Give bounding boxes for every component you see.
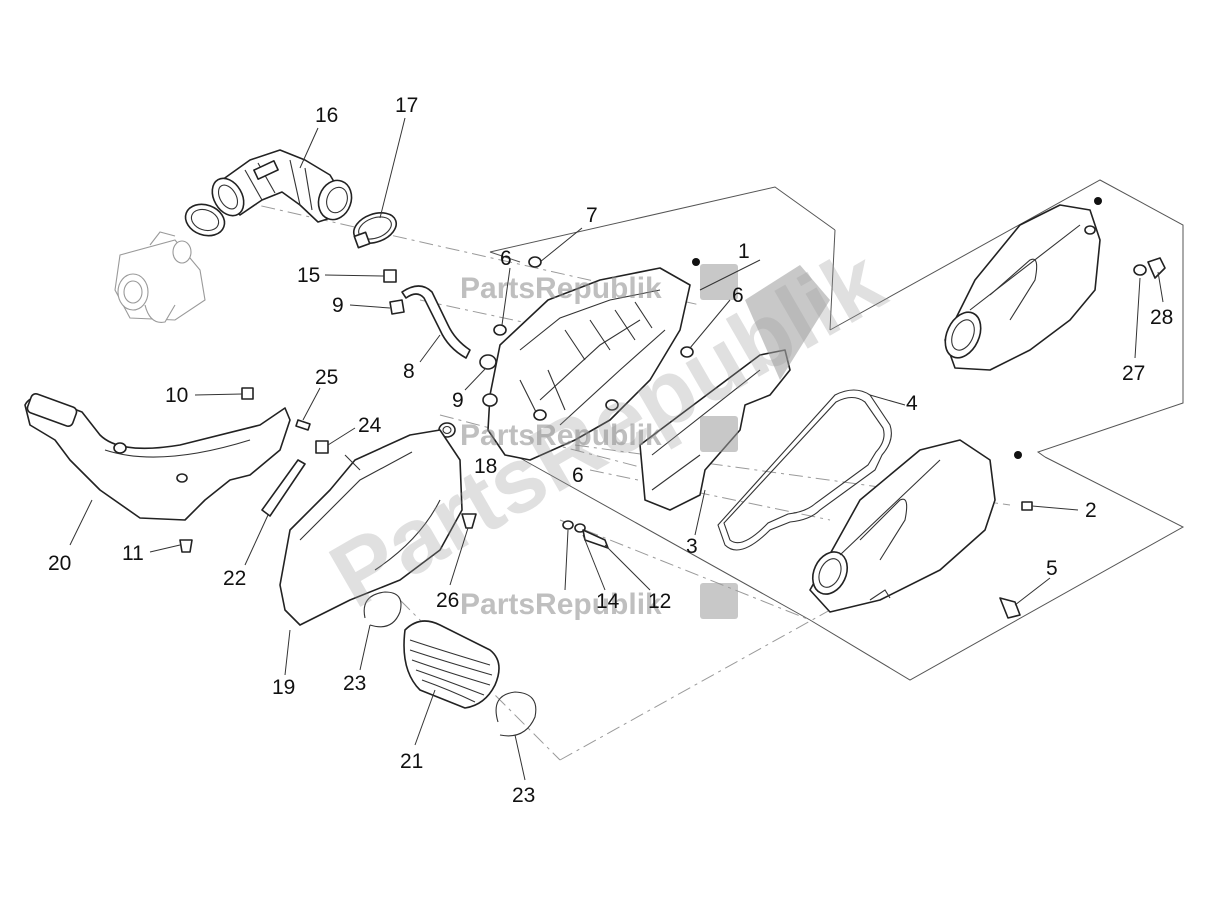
callout-15: 15 <box>297 264 320 287</box>
callout-26: 26 <box>436 589 459 612</box>
callout-5: 5 <box>1046 557 1058 580</box>
watermark-2: PartsRepublik <box>460 416 738 452</box>
callout-labels: 1 2 3 4 5 6 6 6 7 8 9 9 10 11 12 14 15 1… <box>48 94 1173 807</box>
intake-elbow-duct <box>211 149 353 223</box>
callout-12: 12 <box>648 590 671 613</box>
callout-10: 10 <box>165 384 188 407</box>
clamp-small <box>184 203 226 237</box>
callout-6a: 6 <box>500 247 512 270</box>
callout-17: 17 <box>395 94 418 117</box>
assembly-frames <box>489 179 1185 681</box>
watermark-text-3: PartsRepublik <box>460 588 662 621</box>
air-cleaner-cover <box>809 439 996 613</box>
breather-hose-8 <box>401 285 471 359</box>
callout-27: 27 <box>1122 362 1145 385</box>
clip-15 <box>383 269 397 283</box>
bellows-21 <box>403 620 500 709</box>
inlet-duct-20 <box>24 393 291 521</box>
callout-18: 18 <box>474 455 497 478</box>
watermark-gear-large <box>745 265 830 380</box>
snap-ring-upper <box>363 591 402 628</box>
callout-3: 3 <box>686 535 698 558</box>
callout-4: 4 <box>906 392 918 415</box>
callout-6b: 6 <box>732 284 744 307</box>
callout-21: 21 <box>400 750 423 773</box>
callout-25: 25 <box>315 366 338 389</box>
callout-19: 19 <box>272 676 295 699</box>
callout-9b: 9 <box>452 389 464 412</box>
leader-lines <box>69 117 1164 781</box>
snap-ring-lower <box>495 691 537 737</box>
washers-small <box>493 256 694 358</box>
upper-right-cover <box>944 204 1166 371</box>
callout-1: 1 <box>738 240 750 263</box>
callout-23a: 23 <box>343 672 366 695</box>
callout-14: 14 <box>596 590 620 613</box>
callout-11: 11 <box>122 542 144 565</box>
marker-dots <box>692 197 1102 459</box>
callout-8: 8 <box>403 360 415 383</box>
callout-9a: 9 <box>332 294 344 317</box>
callout-7: 7 <box>586 204 598 227</box>
watermark-3: PartsRepublik <box>460 583 738 621</box>
hose-clamp-17 <box>352 212 398 249</box>
callout-6c: 6 <box>572 464 584 487</box>
grommet-9-lower <box>479 354 497 370</box>
resonator-cover-19 <box>279 429 463 626</box>
callout-20: 20 <box>48 552 71 575</box>
callout-22: 22 <box>223 567 246 590</box>
gasket-4 <box>717 389 892 551</box>
callout-23b: 23 <box>512 784 535 807</box>
watermark-text-2: PartsRepublik <box>460 419 662 452</box>
air-box-body <box>482 267 691 461</box>
watermark-text-1: PartsRepublik <box>460 272 662 305</box>
seal-strip-22 <box>261 459 306 517</box>
callout-16: 16 <box>315 104 338 127</box>
throttle-body-ghost <box>114 231 206 323</box>
watermark-1: PartsRepublik <box>460 264 738 305</box>
callout-28: 28 <box>1150 306 1173 329</box>
small-fasteners <box>179 387 1033 619</box>
grommet-9-upper <box>389 299 405 315</box>
callout-2: 2 <box>1085 499 1097 522</box>
callout-24: 24 <box>358 414 382 437</box>
